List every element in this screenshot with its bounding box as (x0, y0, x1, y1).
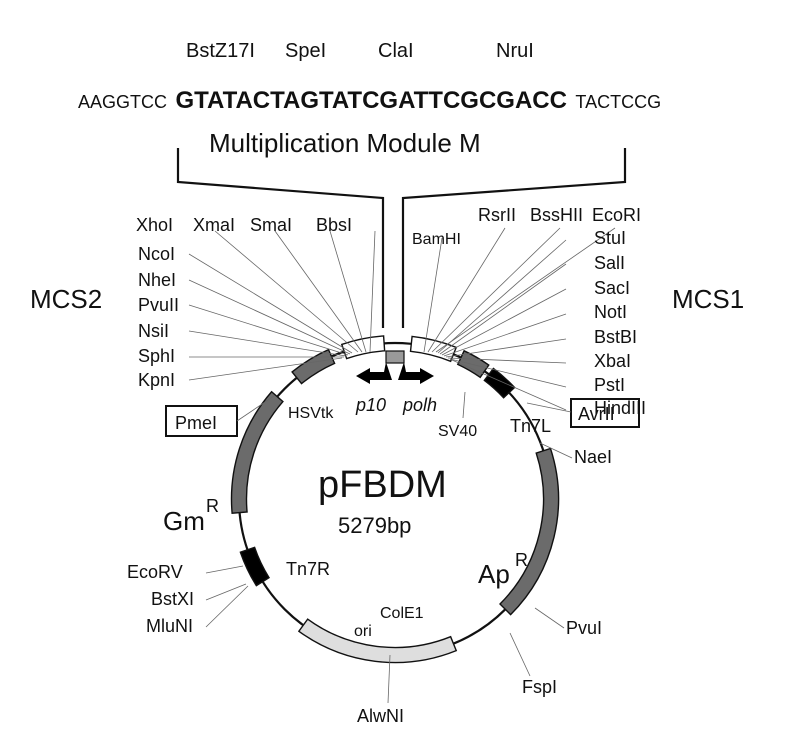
avrii-box (570, 398, 640, 428)
alwni-leader (387, 654, 391, 704)
module-bracket-right (401, 148, 627, 328)
site-label-naei: NaeI (574, 447, 612, 467)
mcs2-side-site: NsiI (138, 321, 169, 341)
mcs2-side-site: NcoI (138, 244, 175, 264)
site-label-alwni: AlwNI (357, 706, 404, 726)
polh-arrow (398, 362, 434, 384)
mcs2-top-site: XmaI (193, 215, 235, 235)
mcs1-side-site: SacI (594, 278, 630, 298)
pvui-leader (534, 607, 565, 629)
site-label-pmei: PmeI (175, 413, 217, 433)
tn7l-feature (483, 367, 516, 399)
cole1-ori-feature (297, 618, 458, 664)
mcs2-side-site: NheI (138, 270, 176, 290)
site-label-ecorv: EcoRV (127, 562, 183, 582)
module-label: Multiplication Module M (209, 128, 481, 158)
p10-arrow (356, 362, 392, 384)
site-label-clai: ClaI (378, 40, 414, 62)
bstxi-leader (205, 583, 247, 601)
mcs2-leaders (188, 230, 376, 381)
sv40-leader (462, 391, 466, 419)
mcs1-side-site: XbaI (594, 351, 631, 371)
mcs2-feature (340, 335, 386, 360)
feature-arcs (230, 335, 560, 664)
avrii-leader (526, 402, 572, 413)
sequence-right: TACTCCG (575, 92, 661, 112)
feature-label-tn7l: Tn7L (510, 416, 551, 436)
site-label-bstxi: BstXI (151, 589, 194, 609)
mcs2-side-site: KpnI (138, 370, 175, 390)
module-bracket-left (176, 148, 385, 328)
hsvtk-feature (291, 348, 336, 385)
sequence-left: AAGGTCC (78, 92, 167, 112)
mcs2-title: MCS2 (30, 284, 102, 314)
mcs1-side-site: HindIII (594, 398, 646, 418)
mcs1-top-site: RsrII (478, 205, 516, 225)
site-label-spei: SpeI (285, 40, 326, 62)
mcs1-leaders (423, 227, 616, 411)
mcs1-top-site: EcoRI (592, 205, 641, 225)
feature-label-polh: polh (402, 395, 437, 415)
feature-label-ap: Ap (478, 559, 510, 589)
sv40-feature (456, 349, 490, 379)
feature-label-gm: Gm (163, 506, 205, 536)
gm-resistance-feature (230, 390, 284, 515)
fspi-leader (509, 632, 531, 677)
mcs2-top-site: XhoI (136, 215, 173, 235)
feature-label-gm-sup: R (206, 496, 219, 516)
mcs1-feature (409, 335, 458, 363)
plasmid-size: 5279bp (338, 513, 411, 538)
ap-resistance-feature (499, 447, 560, 616)
mcs1-top-site: BssHII (530, 205, 583, 225)
module-box (385, 350, 405, 364)
sequence-line: AAGGTCC GTATACTAGTATCGATTCGCGACC TACTCCG (78, 87, 661, 114)
feature-label-ap-sup: R (515, 550, 528, 570)
site-label-nrui: NruI (496, 40, 534, 62)
mcs1-title: MCS1 (672, 284, 744, 314)
feature-label-sv40: SV40 (438, 423, 477, 440)
mcs2-top-site: SmaI (250, 215, 292, 235)
site-label-avrii: AvrII (578, 404, 615, 424)
mcs2-side-site: SphI (138, 346, 175, 366)
feature-label-p10: p10 (355, 395, 386, 415)
site-label-mluni: MluNI (146, 616, 193, 636)
feature-label-ori: ori (354, 623, 372, 640)
feature-label-hsvtk: HSVtk (288, 405, 334, 422)
mcs1-side-site: BstBI (594, 327, 637, 347)
mluni-leader (205, 585, 249, 628)
ecorv-leader (205, 565, 244, 574)
pmei-leader (236, 395, 275, 422)
mcs1-side-site: SalI (594, 253, 625, 273)
feature-label-cole1: ColE1 (380, 605, 424, 622)
site-label-fspi: FspI (522, 677, 557, 697)
promoter-arrows (356, 350, 434, 384)
site-label-bstz17i: BstZ17I (186, 40, 255, 62)
mcs1-side-site: StuI (594, 228, 626, 248)
naei-leader (539, 442, 573, 459)
mcs2-side-site: PvuII (138, 295, 179, 315)
sequence-center: GTATACTAGTATCGATTCGCGACC (175, 87, 566, 114)
feature-label-tn7r: Tn7R (286, 559, 330, 579)
mcs1-side-site: PstI (594, 375, 625, 395)
tn7r-feature (239, 546, 271, 587)
mcs1-side-site: NotI (594, 302, 627, 322)
mcs2-top-site: BbsI (316, 215, 352, 235)
site-label-pvui: PvuI (566, 618, 602, 638)
plasmid-name: pFBDM (318, 464, 447, 506)
mcs1-site-bamhi: BamHI (412, 231, 461, 248)
